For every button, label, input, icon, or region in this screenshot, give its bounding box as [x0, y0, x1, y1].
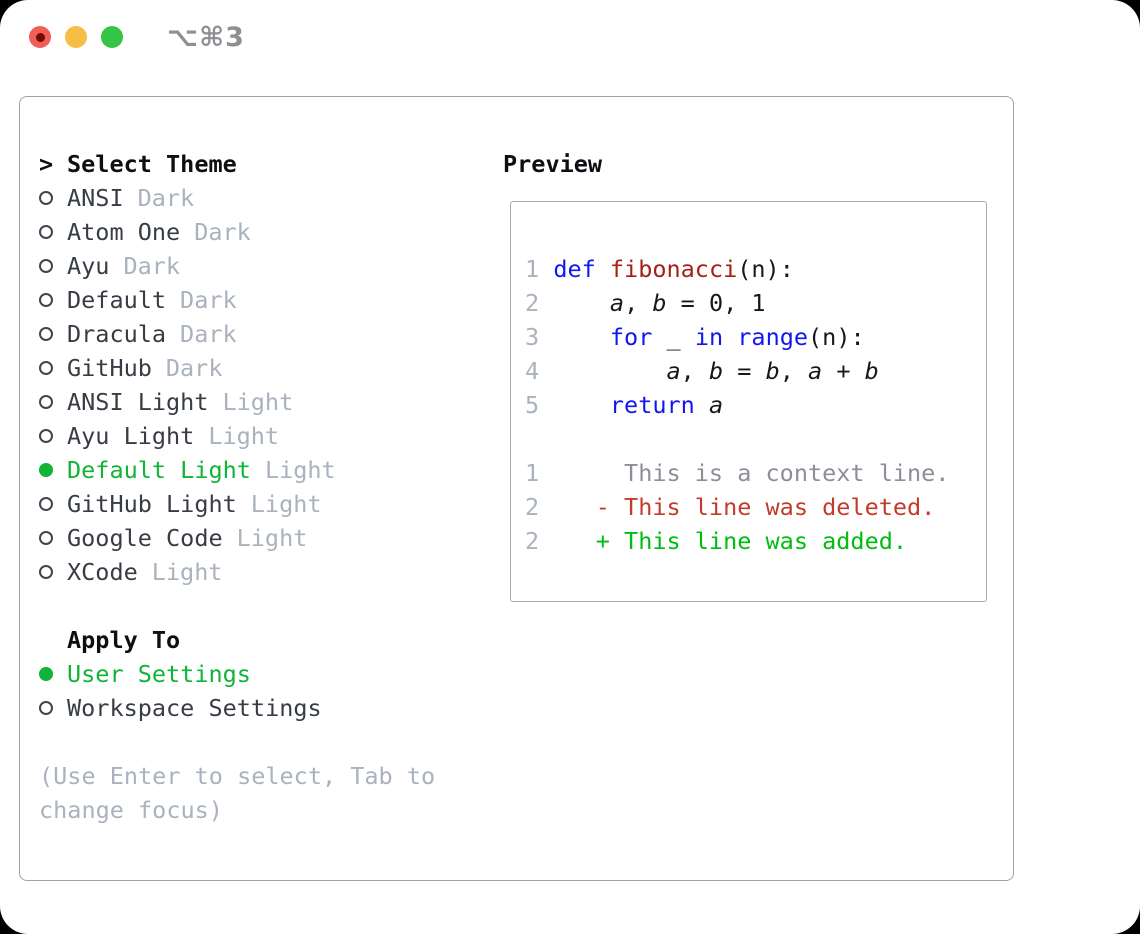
- select-theme-header: > Select Theme: [39, 147, 484, 181]
- radio-icon: [39, 191, 67, 205]
- diff-deleted-line: 2 - This line was deleted.: [525, 493, 936, 521]
- select-theme-title: Select Theme: [67, 150, 237, 178]
- window-title: ⌥⌘3: [167, 22, 245, 53]
- titlebar: ⌥⌘3: [0, 0, 1140, 96]
- radio-icon: [39, 565, 67, 579]
- diff-context-line: 1 This is a context line.: [525, 459, 950, 487]
- code-line: 2 a, b = 0, 1: [525, 289, 766, 317]
- radio-icon: [39, 701, 67, 715]
- spacer: [39, 589, 484, 623]
- radio-icon: [39, 531, 67, 545]
- maximize-button[interactable]: [101, 26, 123, 48]
- cursor-icon: >: [39, 150, 54, 178]
- code-line: 3 for _ in range(n):: [525, 323, 865, 351]
- blank-line: [525, 422, 986, 456]
- apply-option-workspace-settings[interactable]: Workspace Settings: [39, 691, 484, 725]
- apply-option-user-settings[interactable]: User Settings: [39, 657, 484, 691]
- radio-icon: [39, 259, 67, 273]
- close-dot-icon: [35, 32, 45, 42]
- spacer: [39, 725, 484, 759]
- radio-selected-icon: [39, 667, 67, 681]
- traffic-lights: [29, 26, 123, 48]
- radio-icon: [39, 395, 67, 409]
- radio-icon: [39, 293, 67, 307]
- minimize-button[interactable]: [65, 26, 87, 48]
- preview-pane: 1 def fibonacci(n): 2 a, b = 0, 1 3 for …: [510, 201, 987, 602]
- apply-to-header: Apply To: [67, 626, 181, 654]
- code-line: 5 return a: [525, 391, 724, 419]
- code-line: 1 def fibonacci(n):: [525, 255, 794, 283]
- radio-selected-icon: [39, 463, 67, 477]
- radio-icon: [39, 225, 67, 239]
- radio-icon: [39, 361, 67, 375]
- radio-icon: [39, 327, 67, 341]
- code-line: 4 a, b = b, a + b: [525, 357, 879, 385]
- radio-icon: [39, 497, 67, 511]
- diff-added-line: 2 + This line was added.: [525, 527, 908, 555]
- preview-title: Preview: [503, 150, 603, 178]
- keyboard-hint: (Use Enter to select, Tab to change focu…: [39, 762, 436, 824]
- radio-icon: [39, 429, 67, 443]
- close-button[interactable]: [29, 26, 51, 48]
